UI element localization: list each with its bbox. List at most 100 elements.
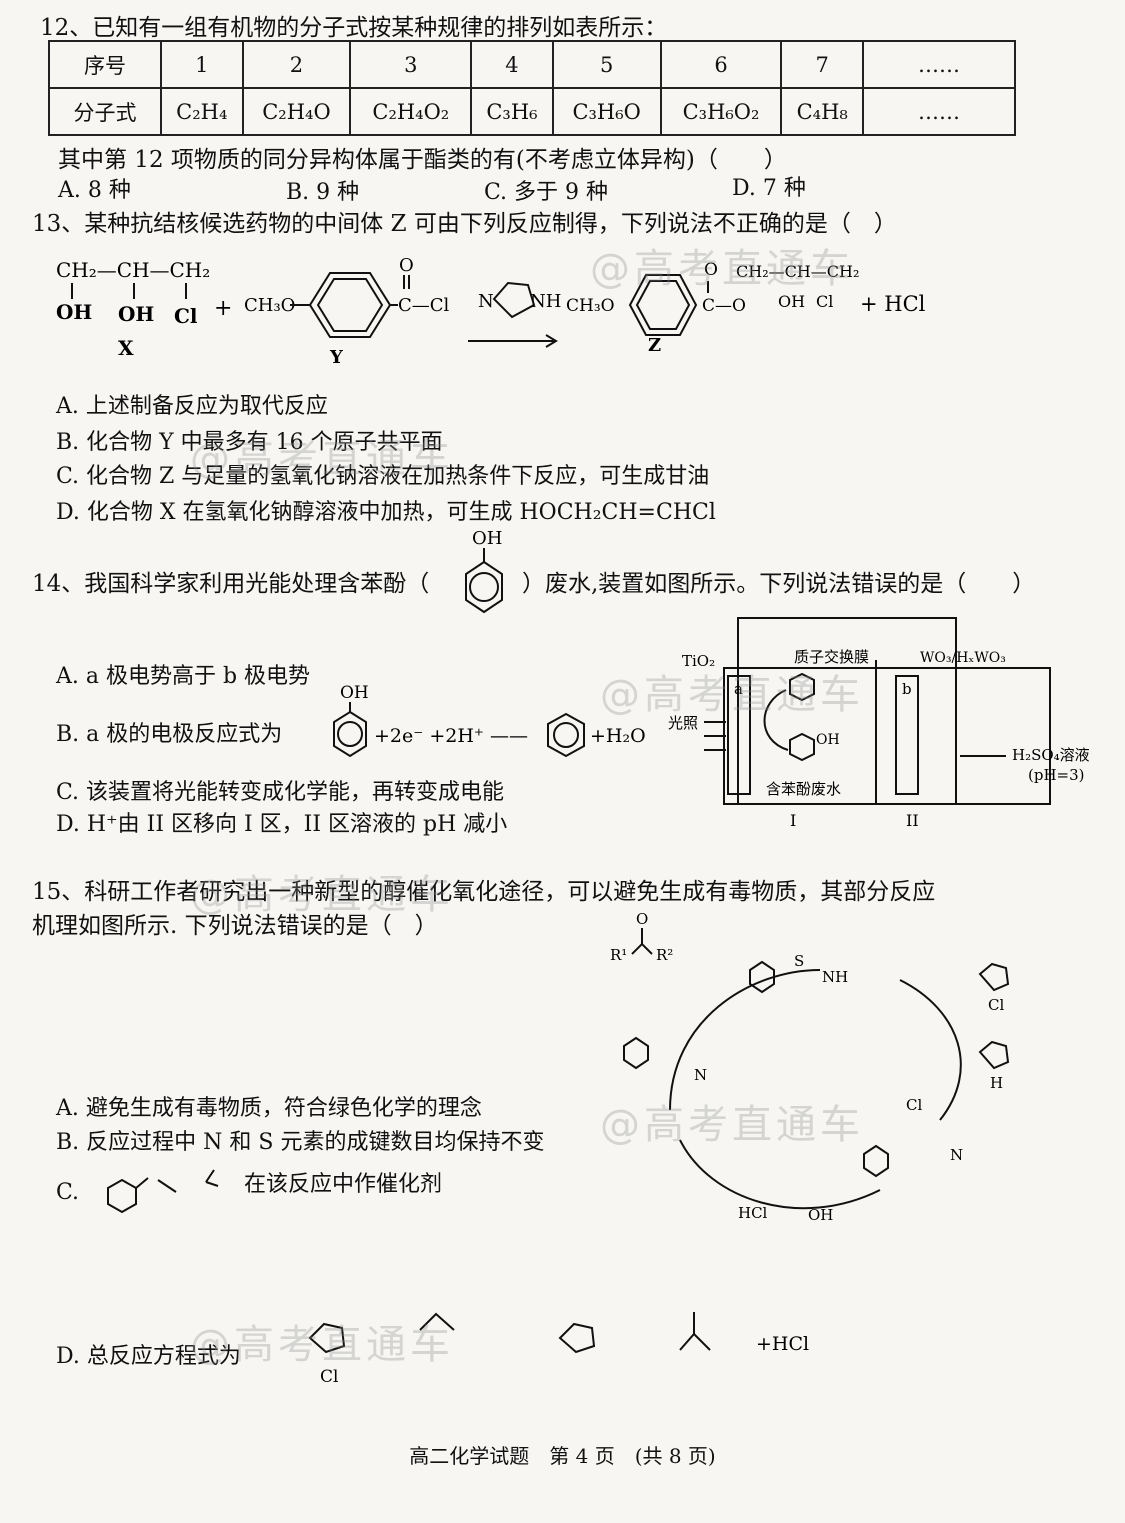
watermark: @高考直通车 [190, 872, 454, 918]
membrane-label: 质子交换膜 [794, 648, 869, 666]
svg-text:Cl: Cl [816, 292, 833, 311]
label-z: Z [648, 335, 661, 356]
svg-text:OH: OH [56, 300, 92, 324]
q14-option-d: D. H⁺由 II 区移向 I 区，II 区溶液的 pH 减小 [56, 812, 508, 837]
page-footer: 高二化学试题 第 4 页 (共 8 页) [409, 1444, 716, 1468]
table-cell: 5 [551, 40, 662, 89]
r2-label: R² [656, 946, 673, 964]
q12-stem: 12、已知有一组有机物的分子式按某种规律的排列如表所示： [40, 15, 668, 41]
table-row: 序号 1 2 3 4 5 6 7 …… [48, 40, 1016, 89]
q15-stem-line1: 15、科研工作者研究出一种新型的醇催化氧化途径，可以避免生成有毒物质，其部分反应 [32, 879, 936, 905]
q13-option-c: C. 化合物 Z 与足量的氢氧化钠溶液在加热条件下反应，可生成甘油 [56, 464, 710, 489]
table-cell: C₂H₄ [160, 87, 244, 136]
catalytic-cycle-diagram: R¹ R² O S NH Cl H Cl N N OH HCl [610, 910, 1010, 1224]
equation-rhs: +2e⁻ +2H⁺ —— [374, 725, 528, 747]
q12-option-a: A. 8 种 [58, 178, 131, 203]
q13-stem: 13、某种抗结核候选药物的中间体 Z 可由下列反应制得，下列说法不正确的是（ ） [32, 211, 897, 237]
svg-text:C—O: C—O [702, 296, 746, 316]
cycle-arrow [899, 979, 962, 1121]
index-header: 序号 [48, 40, 162, 89]
svg-text:CH₃O: CH₃O [244, 295, 295, 316]
cell-frame [737, 617, 957, 805]
q14-option-a: A. a 极电势高于 b 极电势 [56, 664, 311, 689]
chlorine-label: Cl [988, 996, 1004, 1014]
cycle-arrow [669, 969, 821, 1111]
table-cell: C₄H₈ [780, 87, 864, 136]
q13-reaction-scheme: CH₂—CH—CH₂ OH OH Cl X + CH₃O C—Cl O Y N … [56, 255, 926, 368]
catalyst-structure [107, 1169, 219, 1214]
molecule-x: CH₂—CH—CH₂ OH OH Cl X [56, 258, 210, 360]
electrode-b-label: b [902, 680, 912, 698]
r1-label: R¹ [610, 946, 627, 964]
molecule-z: CH₃O C—O O CH₂—CH—CH₂ OH Cl Z [566, 260, 859, 356]
phenol-structure: OH [465, 528, 503, 614]
plus-sign: + [214, 296, 232, 321]
q12-question: 其中第 12 项物质的同分异构体属于酯类的有(不考虑立体异构)（ ） [58, 147, 787, 173]
svg-text:OH: OH [118, 302, 154, 326]
water-product: +H₂O [590, 725, 646, 747]
q12-option-d: D. 7 种 [732, 176, 806, 201]
svg-text:Cl: Cl [320, 1367, 338, 1387]
q15-option-c: C. [56, 1180, 80, 1205]
formula-table: 序号 1 2 3 4 5 6 7 …… 分子式 C₂H₄ C₂H₄O C₂H₄O… [48, 40, 1016, 136]
nitrogen-label: N [950, 1146, 963, 1164]
svg-text:N: N [478, 291, 494, 312]
table-cell: C₃H₆O [551, 87, 662, 136]
q15-option-c-tail: 在该反应中作催化剂 [244, 1172, 443, 1197]
svg-text:OH: OH [472, 528, 502, 549]
q15-overall-equation: Cl +HCl [308, 1312, 809, 1387]
oh-label: OH [808, 1206, 833, 1224]
svg-text:N: N [694, 1066, 707, 1084]
hcl-label: HCl [738, 1204, 768, 1222]
table-cell: 6 [659, 40, 783, 89]
q15-option-b: B. 反应过程中 N 和 S 元素的成键数目均保持不变 [56, 1130, 545, 1155]
table-cell: 1 [160, 40, 244, 89]
svg-text:CH₃O: CH₃O [566, 296, 615, 316]
table-cell: 4 [470, 40, 554, 89]
q14-stem-start: 14、我国科学家利用光能处理含苯酚（ [32, 571, 430, 597]
photoelectrochemical-cell-diagram: a b TiO₂ 质子交换膜 WO₃/HₓWO₃ 光照 OH 含苯酚废水 H₂S… [668, 617, 1090, 830]
table-cell: 2 [241, 40, 352, 89]
watermark: @高考直通车 [190, 436, 454, 482]
phenol-water-label: 含苯酚废水 [766, 780, 841, 798]
imidazole-catalyst: N NH [468, 281, 561, 348]
svg-text:OH: OH [340, 683, 369, 703]
q14-option-c: C. 该装置将光能转变成化学能，再转变成电能 [56, 780, 505, 805]
q14-stem-end: ）废水,装置如图所示。下列说法错误的是（ ） [522, 571, 1036, 597]
table-cell: 7 [780, 40, 864, 89]
table-cell: …… [862, 87, 1016, 136]
watermark: @高考直通车 [590, 246, 854, 292]
svg-text:CH₂—CH—CH₂: CH₂—CH—CH₂ [56, 258, 210, 282]
cycle-arrow [679, 1139, 881, 1210]
ph-label: (pH=3) [1028, 766, 1085, 784]
watermark: @高考直通车 [190, 1322, 454, 1368]
wo3-label: WO₃/HₓWO₃ [920, 650, 1006, 666]
q14-option-b: B. a 极的电极反应式为 [56, 722, 283, 747]
formula-header: 分子式 [48, 87, 162, 136]
table-row: 分子式 C₂H₄ C₂H₄O C₂H₄O₂ C₃H₆ C₃H₆O C₃H₆O₂ … [48, 87, 1016, 136]
svg-text:NH: NH [530, 291, 561, 312]
light-label: 光照 [668, 714, 698, 732]
electrode-a-label: a [734, 680, 743, 698]
nh-label: NH [822, 968, 848, 986]
svg-text:O: O [399, 255, 414, 276]
label-y: Y [329, 347, 344, 368]
q15-option-a: A. 避免生成有毒物质，符合绿色化学的理念 [56, 1096, 482, 1121]
table-cell: C₃H₆O₂ [659, 87, 783, 136]
hcl-product: + HCl [860, 292, 926, 316]
label-x: X [118, 336, 134, 360]
q13-option-b: B. 化合物 Y 中最多有 16 个原子共平面 [56, 430, 443, 455]
q13-option-d: D. 化合物 X 在氢氧化钠醇溶液中加热，可生成 HOCH₂CH=CHCl [56, 500, 716, 525]
q15-option-d: D. 总反应方程式为 [56, 1344, 241, 1369]
tio2-label: TiO₂ [682, 652, 715, 670]
q12-option-c: C. 多于 9 种 [484, 180, 609, 205]
q13-option-a: A. 上述制备反应为取代反应 [56, 394, 328, 419]
svg-text:O: O [704, 260, 718, 280]
zone-1-label: I [790, 811, 796, 830]
svg-text:OH: OH [816, 732, 840, 748]
table-cell: C₂H₄O₂ [349, 87, 473, 136]
h2so4-label: H₂SO₄溶液 [1012, 746, 1090, 764]
electrode-a [727, 675, 751, 795]
q14-electrode-equation: OH +2e⁻ +2H⁺ —— +H₂O [333, 683, 646, 758]
table-cell: C₂H₄O [241, 87, 352, 136]
